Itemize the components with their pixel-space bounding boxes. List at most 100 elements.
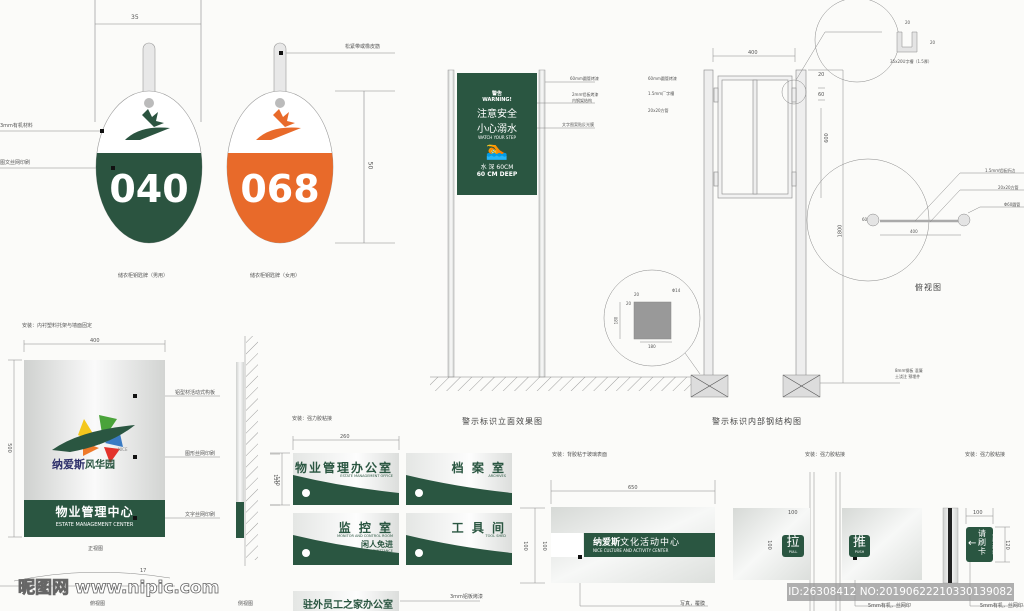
push-en: PUSH bbox=[854, 550, 865, 554]
activity-material: 写真，覆膜 bbox=[680, 601, 706, 607]
activity-brand: 纳爱斯 bbox=[593, 538, 621, 548]
brand-cn: 纳爱斯 bbox=[52, 458, 85, 471]
activity-title-cn: 文化活动中心 bbox=[620, 538, 681, 548]
label-panel: 2mm铝板烤漆 内钢架结构 bbox=[572, 92, 599, 103]
brand-en: NICE bbox=[118, 447, 128, 452]
caption-front-view: 正视图 bbox=[88, 546, 104, 552]
door-sign-en: ARCHIVES bbox=[488, 474, 506, 478]
site-watermark: 昵图网 www.nipic.com bbox=[18, 578, 220, 598]
dim-key-height: 50 bbox=[366, 161, 374, 170]
warning-line-en: WATCH YOUR STEP bbox=[478, 135, 516, 140]
door-material: 3mm铝板烤漆 bbox=[450, 594, 483, 600]
label-top-tube: 20x20方管 bbox=[998, 185, 1019, 190]
property-title-en: ESTATE MANAGEMENT CENTER bbox=[55, 522, 134, 528]
door-sign-wave bbox=[293, 535, 399, 565]
door-sign-wave bbox=[293, 475, 399, 505]
label-steel-post: 60mm圆管烤漆 bbox=[648, 76, 677, 81]
property-title-cn: 物业管理中心 bbox=[55, 505, 134, 519]
warning-depth-cn: 水 深 60CM bbox=[480, 164, 514, 171]
dim-door-width: 260 bbox=[340, 434, 350, 440]
base-dim-20b: 20 bbox=[626, 301, 632, 306]
dim-key-width: 35 bbox=[131, 14, 139, 21]
label-graphic: 图形丝网印刷 bbox=[185, 451, 216, 457]
id-watermark: ID:26308412 NO:20190622210330139082 bbox=[787, 583, 1014, 601]
warning-title-cn: 警告 bbox=[491, 91, 502, 97]
key-tag-male bbox=[95, 42, 203, 244]
dim-door-height2: 100 bbox=[521, 541, 528, 551]
warning-title-en: WARNING! bbox=[482, 97, 512, 103]
pull-en: PULL bbox=[788, 550, 798, 554]
door-sign-en2: NO ADMITTANCE bbox=[363, 549, 393, 553]
dim-600: 600 bbox=[823, 133, 830, 143]
warning-depth-en: 60 CM DEEP bbox=[476, 171, 518, 178]
swimmer-icon: 🏊 bbox=[485, 140, 509, 161]
detail-dim-w: 20 bbox=[905, 20, 911, 25]
dim-steel-width: 400 bbox=[748, 50, 758, 56]
detail-channel-label: 35x20U字槽（1.5厚） bbox=[890, 59, 932, 64]
label-print: 图文丝网印刷 bbox=[0, 160, 31, 166]
caption-warning-elevation: 警示标识立面效果图 bbox=[462, 417, 543, 426]
install-pushpull: 安装：强力胶粘接 bbox=[805, 452, 846, 458]
dim-activity-height: 100 bbox=[540, 541, 547, 551]
door-sign-en: MONITOR AND CONTROL ROOM bbox=[337, 534, 393, 538]
base-dim-h: 180 bbox=[613, 316, 619, 325]
brand-logo-text: 纳爱斯风华园 bbox=[52, 456, 115, 472]
push-cn: 推 bbox=[852, 535, 866, 550]
label-pipe: Φ60圆管 bbox=[1004, 202, 1021, 207]
door-sign-partial: 驻外员工之家办公室 bbox=[293, 591, 399, 611]
warning-line2: 小心溺水 bbox=[477, 124, 517, 135]
caption-key-male: 储衣柜钥匙牌（男用） bbox=[118, 273, 169, 279]
dim-door-height: 130 bbox=[271, 474, 278, 484]
label-material: 3mm有机材料 bbox=[0, 123, 33, 129]
dim-property-height: 500 bbox=[5, 443, 12, 453]
dim-top: 17 bbox=[140, 568, 147, 574]
label-strap: 松紧带或橡皮筋 bbox=[345, 44, 381, 50]
pull-sign: 拉 PULL bbox=[782, 535, 804, 557]
detail-top-dim-60: 60 bbox=[862, 217, 868, 222]
key-number-male: 040 bbox=[109, 167, 189, 211]
push-sign: 推 PUSH bbox=[849, 535, 870, 557]
label-post: 60mm圆管烤漆 bbox=[570, 76, 599, 81]
label-text: 文字丝网印刷 bbox=[185, 512, 216, 518]
door-sign-partial-cn: 驻外员工之家办公室 bbox=[303, 600, 393, 611]
arrow-left-icon: ← bbox=[968, 538, 977, 549]
door-sign-cn: 监 控 室 bbox=[338, 521, 393, 535]
label-base: 8mm钢板 混凝土浇注 预埋件 bbox=[895, 368, 923, 379]
label-tube: 20x20方管 bbox=[648, 108, 669, 113]
warning-sign-panel: 警告 WARNING! 注意安全 小心溺水 WATCH YOUR STEP 🏊 … bbox=[457, 73, 537, 195]
install-activity: 安装：背胶粘于玻璃表面 bbox=[552, 452, 608, 458]
caption-side-view: 侧视图 bbox=[238, 601, 254, 607]
key-tag-female bbox=[226, 42, 334, 244]
door-sign-cn: 工 具 间 bbox=[451, 521, 506, 535]
card-sign: ← 请刷卡 CARD PLEASE bbox=[966, 527, 996, 562]
detail-dim-h: 20 bbox=[930, 40, 936, 45]
pinwheel-logo bbox=[52, 415, 135, 463]
caption-property-top: 俯视图 bbox=[90, 601, 106, 607]
detail-top-dim-400: 400 bbox=[910, 229, 918, 234]
base-dim-hole: Φ14 bbox=[672, 288, 681, 293]
dim-card-h: 120 bbox=[1003, 540, 1010, 550]
dim-20: 20 bbox=[818, 72, 825, 78]
door-sign-cn: 物业管理办公室 bbox=[294, 461, 393, 475]
install-door: 安装：强力胶粘接 bbox=[292, 416, 333, 422]
dim-activity-width: 650 bbox=[628, 485, 638, 491]
brand-cn2: 风华园 bbox=[85, 460, 115, 471]
card-text-en: CARD PLEASE bbox=[991, 533, 996, 555]
dim-1800: 1800 bbox=[837, 224, 844, 238]
key-number-female: 068 bbox=[240, 167, 320, 211]
caption-steel-structure: 警示标识内部钢结构图 bbox=[712, 417, 802, 426]
install-property: 安装：内衬塑料托架与墙面固定 bbox=[22, 323, 93, 329]
label-film: 文字图案贴反光膜 bbox=[562, 122, 594, 127]
pull-cn: 拉 bbox=[786, 535, 800, 550]
caption-top-view: 俯视图 bbox=[915, 283, 942, 292]
door-sign-cn: 档 案 室 bbox=[451, 461, 506, 475]
base-dim-w: 180 bbox=[648, 344, 656, 349]
door-sign-wave bbox=[406, 535, 512, 565]
label-channel: 1.5mm厂字槽 bbox=[648, 91, 675, 96]
door-sign-cn2: 闲人免进 bbox=[361, 540, 393, 549]
base-dim-20a: 20 bbox=[634, 292, 640, 297]
